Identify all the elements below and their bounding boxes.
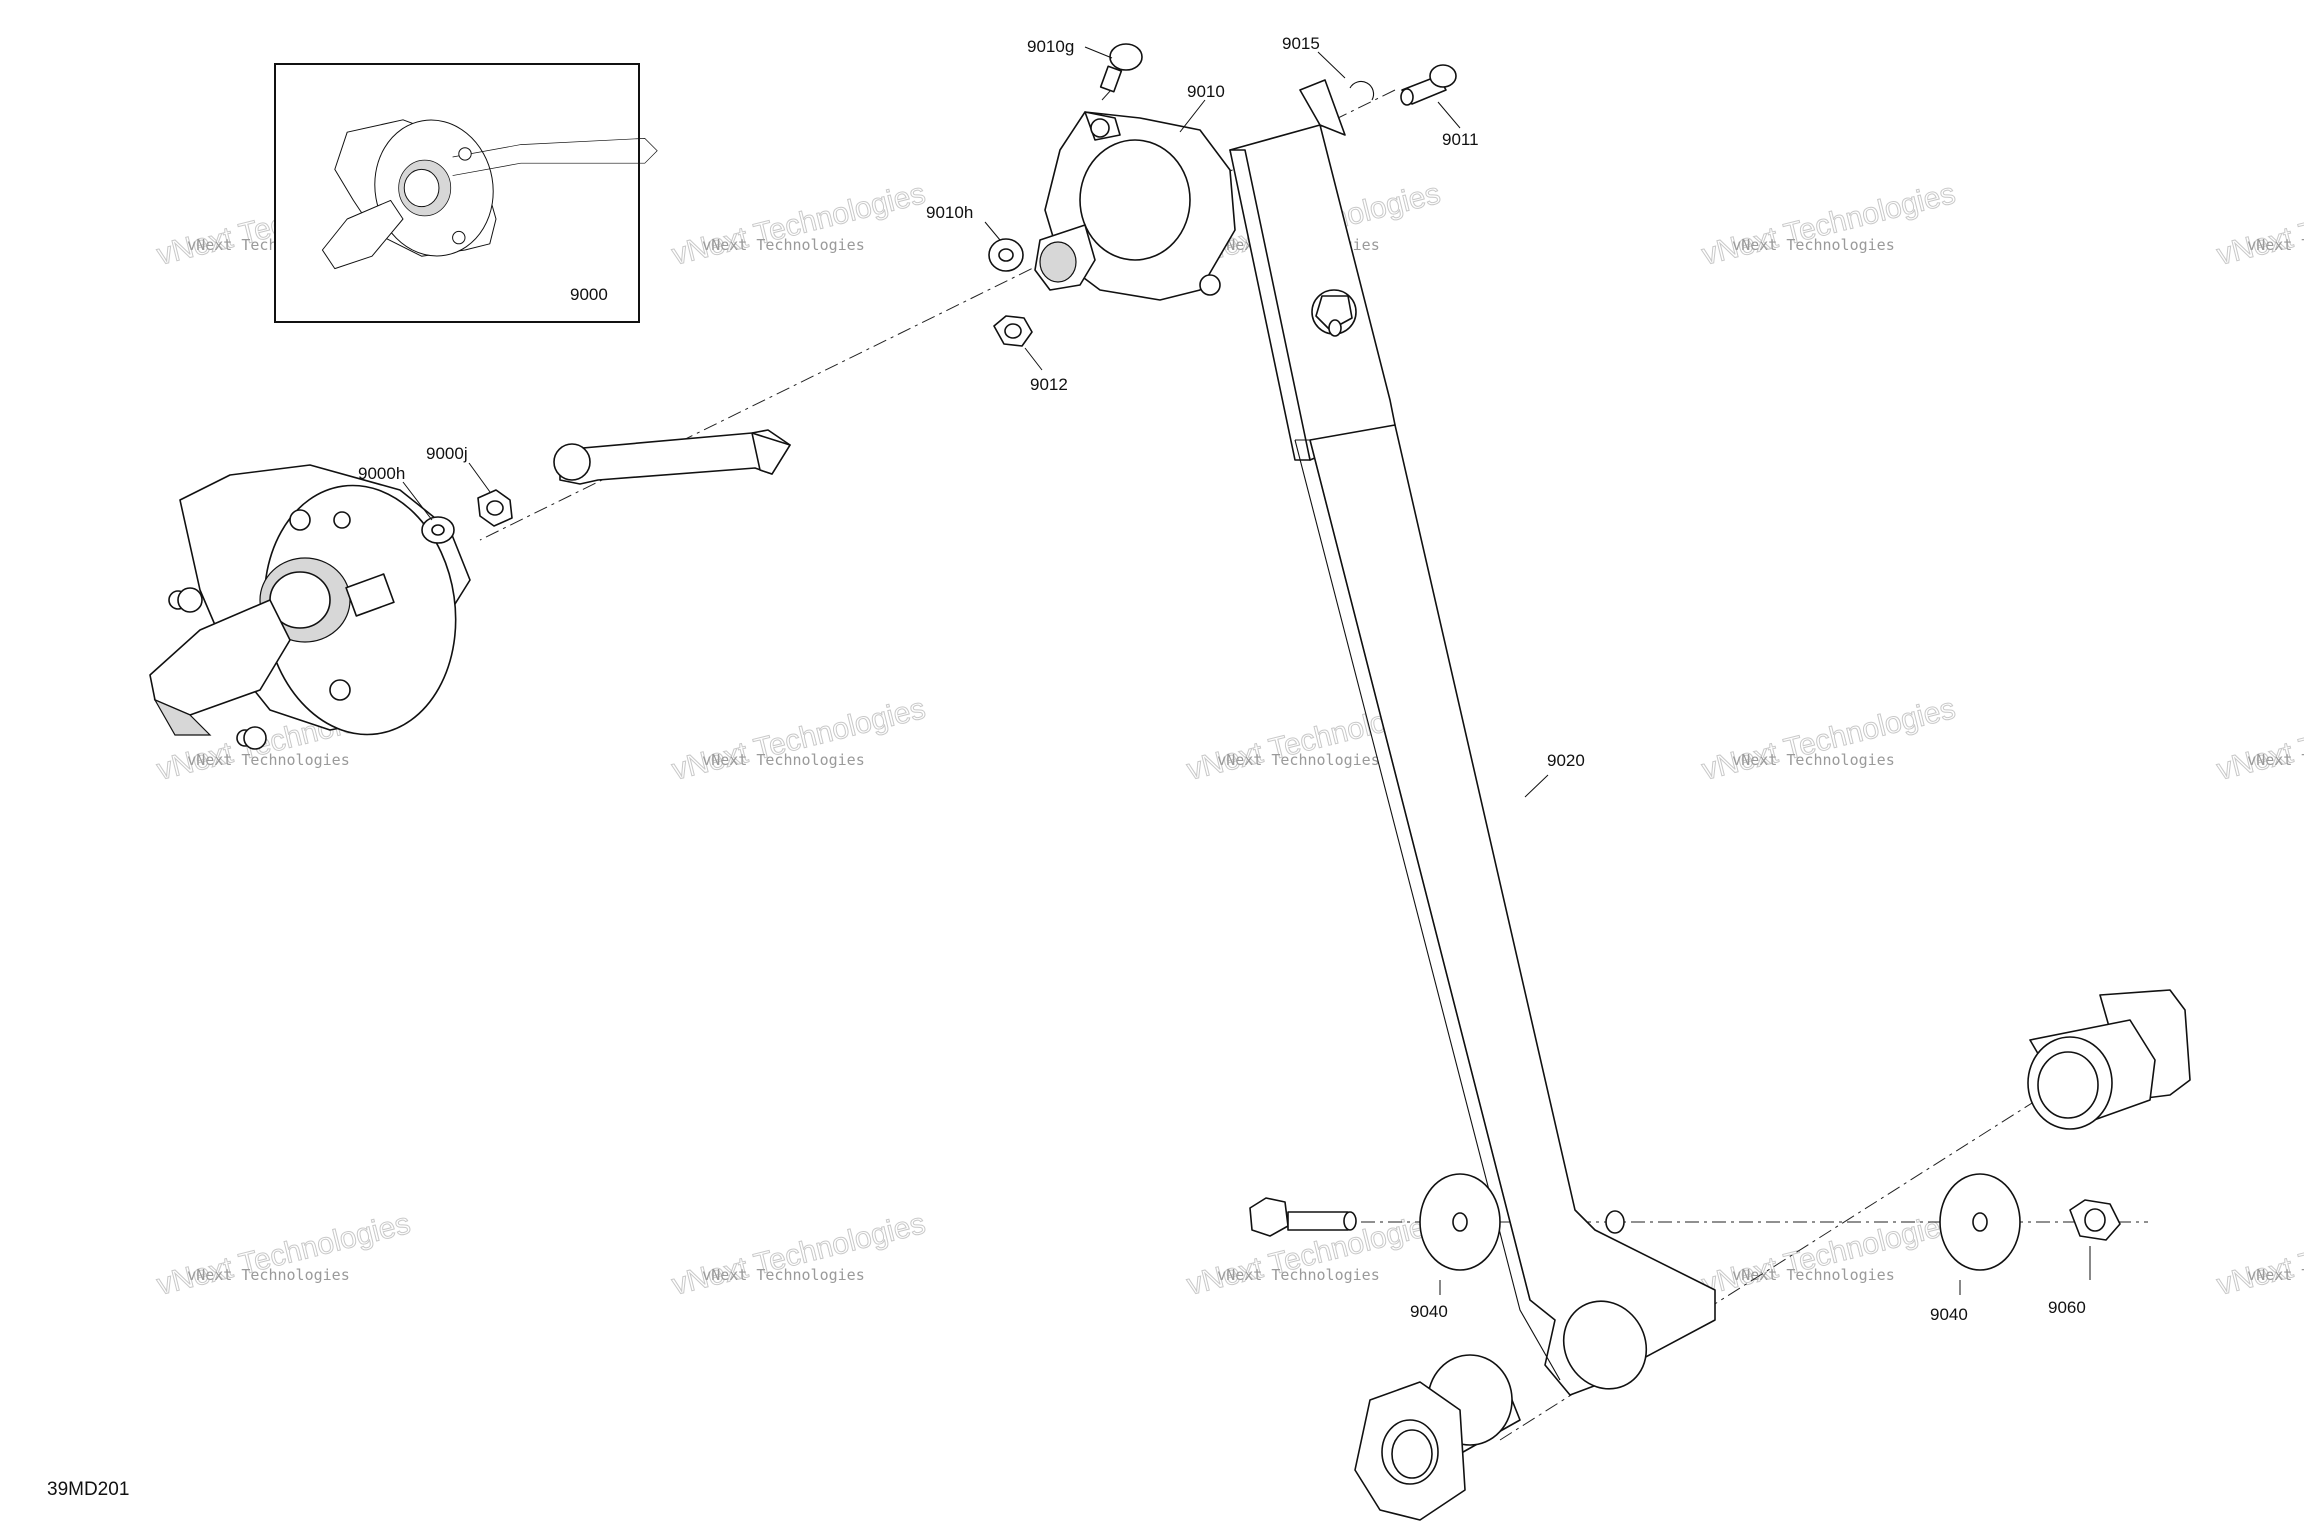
callout-9012: 9012	[1030, 375, 1068, 394]
callout-9015: 9015	[1282, 34, 1320, 53]
part-rod	[553, 429, 791, 485]
part-9000-plate	[149, 464, 471, 736]
part-9000-hardware-left	[168, 587, 267, 750]
callout-9010h: 9010h	[926, 203, 973, 222]
part-9000j-nut: 9000j	[426, 444, 513, 527]
part-bushing-lower	[1354, 1354, 1521, 1521]
part-9010h-washer: 9010h	[926, 203, 1024, 272]
watermark-small-text: vNext Technologies	[1217, 1266, 1380, 1284]
callout-9010g: 9010g	[1027, 37, 1074, 56]
callout-9010: 9010	[1187, 82, 1225, 101]
watermark-large-text: vNext Technologies	[154, 1207, 414, 1302]
drawing-id: 39MD201	[47, 1479, 129, 1500]
watermark-small-text: vNext Technologies	[187, 751, 350, 769]
part-9010g-bolt: 9010g	[1027, 37, 1143, 93]
watermark-small-text: vNext Technologies	[1732, 1266, 1895, 1284]
callout-9040-left: 9040	[1410, 1302, 1448, 1321]
watermark-small-text: vNext Technologies	[1732, 751, 1895, 769]
callout-9040-right: 9040	[1930, 1305, 1968, 1324]
watermark-small-text: vNext Technologies	[2247, 236, 2304, 254]
watermark-large-text: vNext Technologies	[2214, 177, 2304, 272]
part-9050-bolt	[1249, 1197, 1357, 1237]
part-bushing-right	[2027, 989, 2191, 1130]
part-9011-pin: 9011	[1400, 64, 1479, 149]
part-9015-clip: 9015	[1282, 34, 1375, 101]
watermark-small-text: vNext Technologies	[702, 1266, 865, 1284]
callout-9000j: 9000j	[426, 444, 468, 463]
watermark-large-text: vNext Technologies	[1699, 177, 1959, 272]
watermark-small-text: vNext Technologies	[702, 236, 865, 254]
watermark-large-text: vNext Technologies	[669, 692, 929, 787]
callout-9000: 9000	[570, 285, 608, 304]
callout-9011: 9011	[1442, 130, 1479, 149]
part-9010-housing: 9010	[1034, 82, 1236, 301]
callout-9020: 9020	[1547, 751, 1585, 770]
watermark-large-text: vNext Technologies	[2214, 1207, 2304, 1302]
watermark-small-text: vNext Technologies	[1217, 751, 1380, 769]
part-9040-washer-right: 9040	[1930, 1173, 2021, 1324]
watermark-large-text: vNext Technologies	[1699, 692, 1959, 787]
part-9020-lever-arm: 9020	[1229, 79, 1716, 1396]
inset-view-9000: 9000	[274, 63, 658, 323]
watermark-small-text: vNext Technologies	[2247, 1266, 2304, 1284]
watermark-small-text: vNext Technologies	[702, 751, 865, 769]
watermark-small-text: vNext Technologies	[2247, 751, 2304, 769]
watermark-small-text: vNext Technologies	[1732, 236, 1895, 254]
watermark-large-text: vNext Technologies	[669, 177, 929, 272]
part-9000h-washer: 9000h	[358, 464, 455, 544]
watermark-large-text: vNext Technologies	[669, 1207, 929, 1302]
watermark-small-text: vNext Technologies	[187, 1266, 350, 1284]
part-9012-nut: 9012	[993, 315, 1068, 394]
callout-9000h: 9000h	[358, 464, 405, 483]
callout-9060: 9060	[2048, 1298, 2086, 1317]
part-9060-nut: 9060	[2048, 1199, 2121, 1317]
part-9040-washer-left: 9040	[1410, 1173, 1501, 1321]
watermark-large-text: vNext Technologies	[2214, 692, 2304, 787]
watermark-large-text: vNext Technologies	[1699, 1207, 1959, 1302]
